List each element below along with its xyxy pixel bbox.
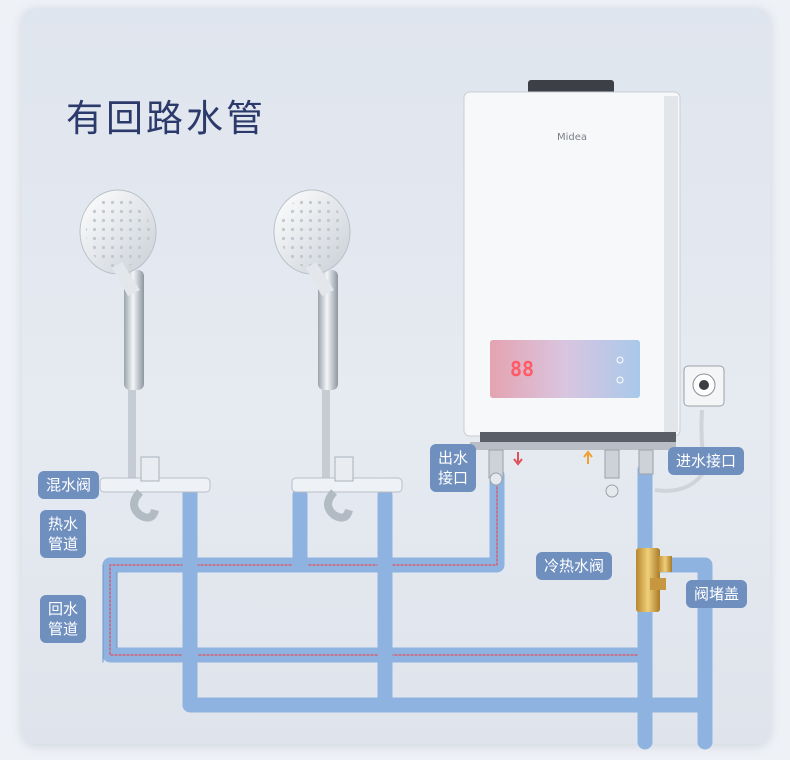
cold-hot-valve xyxy=(636,548,672,612)
outlet-label: 出水接口 xyxy=(430,444,477,492)
mixing-valve-label: 混水阀 xyxy=(38,471,100,499)
shower-2 xyxy=(273,189,403,522)
inlet-label: 进水接口 xyxy=(668,447,745,475)
hot-water-pipe-label: 热水管道 xyxy=(40,510,87,558)
water-heater: Midea 88 xyxy=(463,80,681,498)
pipe-network xyxy=(102,462,713,750)
shower-1 xyxy=(79,189,211,522)
hot-arrow-icon xyxy=(513,452,523,466)
up-icon xyxy=(616,376,624,384)
return-pipe-label: 回水管道 xyxy=(40,595,87,643)
valve-branch xyxy=(652,557,713,750)
page-title: 有回路水管 xyxy=(66,97,266,140)
cold-hot-valve-label: 冷热水阀 xyxy=(536,552,613,580)
control-panel xyxy=(490,340,640,398)
valve-cap-label: 阀堵盖 xyxy=(686,580,748,608)
temperature-display: 88 xyxy=(510,357,534,381)
gas-arrow-icon xyxy=(583,450,593,464)
power-icon xyxy=(616,356,624,364)
hot-water-pipe-redline xyxy=(109,474,646,656)
return-pipe xyxy=(182,482,713,748)
brand-logo: Midea xyxy=(557,132,587,143)
